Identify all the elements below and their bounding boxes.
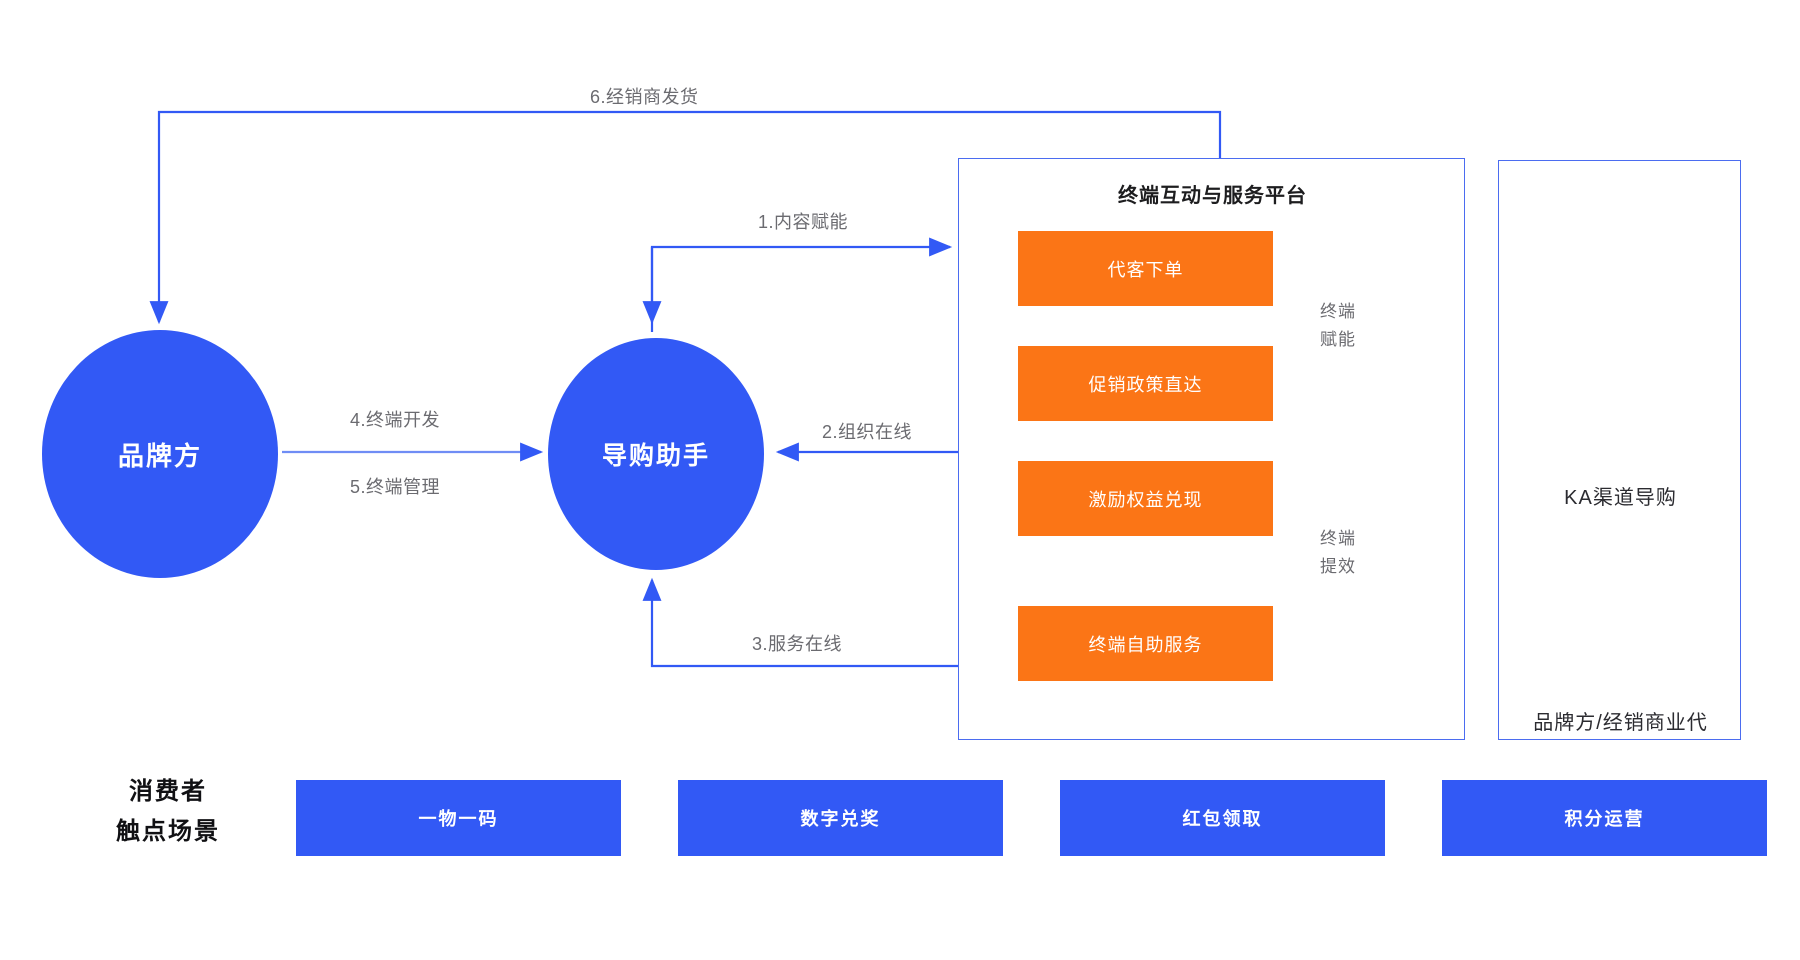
side-label-terminal-enablement: 终端 赋能 (1320, 298, 1356, 354)
platform-function-promotion-policy-label: 促销政策直达 (1088, 374, 1203, 395)
edge-label-terminal-development: 4.终端开发 (350, 410, 441, 430)
edge-label-terminal-management: 5.终端管理 (350, 477, 441, 497)
side-label-terminal-efficiency-line2: 提效 (1320, 557, 1356, 576)
touchpoint-digital-prize-label: 数字兑奖 (800, 809, 881, 829)
platform-function-self-service-label: 终端自助服务 (1088, 634, 1203, 655)
node-guide-assistant-label: 导购助手 (601, 442, 710, 470)
touchpoint-section-title-line1: 消费者 (129, 778, 207, 805)
side-label-terminal-enablement-line1: 终端 (1320, 302, 1356, 321)
touchpoint-points-operation-label: 积分运营 (1564, 809, 1645, 829)
side-label-terminal-enablement-line2: 赋能 (1320, 330, 1356, 349)
ka-channel-title: KA渠道导购 (1564, 487, 1677, 509)
edge-label-organization-online: 2.组织在线 (822, 422, 913, 442)
edge-label-content-enablement: 1.内容赋能 (758, 212, 849, 232)
ka-channel-subtitle: 品牌方/经销商业代 (1533, 712, 1708, 734)
node-brand-owner-label: 品牌方 (117, 440, 202, 471)
edge-label-service-online: 3.服务在线 (752, 634, 843, 654)
touchpoint-red-packet[interactable]: 红包领取 (1060, 780, 1385, 856)
platform-container: 终端互动与服务平台 代客下单 促销政策直达 激励权益兑现 终端自助服务 (958, 158, 1465, 740)
touchpoint-points-operation[interactable]: 积分运营 (1442, 780, 1767, 856)
touchpoint-section-title-line2: 触点场景 (116, 818, 220, 845)
touchpoint-one-item-one-code[interactable]: 一物一码 (296, 780, 621, 856)
touchpoint-red-packet-label: 红包领取 (1182, 809, 1263, 829)
platform-function-self-service[interactable]: 终端自助服务 (1018, 606, 1273, 681)
platform-function-proxy-order-label: 代客下单 (1107, 259, 1184, 280)
platform-function-proxy-order[interactable]: 代客下单 (1018, 231, 1273, 306)
edge-label-dealer-shipment: 6.经销商发货 (590, 87, 699, 107)
platform-function-incentive-redemption[interactable]: 激励权益兑现 (1018, 461, 1273, 536)
edge-1-content-enablement (642, 237, 953, 332)
side-label-terminal-efficiency: 终端 提效 (1320, 525, 1356, 581)
touchpoint-one-item-one-code-label: 一物一码 (418, 809, 499, 829)
side-label-terminal-efficiency-line1: 终端 (1320, 529, 1356, 548)
platform-function-promotion-policy[interactable]: 促销政策直达 (1018, 346, 1273, 421)
ka-channel-panel: KA渠道导购 品牌方/经销商业代 (1498, 160, 1741, 740)
node-guide-assistant[interactable]: 导购助手 (548, 338, 764, 570)
platform-title: 终端互动与服务平台 (1118, 185, 1307, 207)
touchpoint-digital-prize[interactable]: 数字兑奖 (678, 780, 1003, 856)
touchpoint-section-title: 消费者 触点场景 (78, 772, 258, 852)
node-brand-owner[interactable]: 品牌方 (42, 330, 278, 578)
platform-function-incentive-redemption-label: 激励权益兑现 (1088, 489, 1203, 510)
